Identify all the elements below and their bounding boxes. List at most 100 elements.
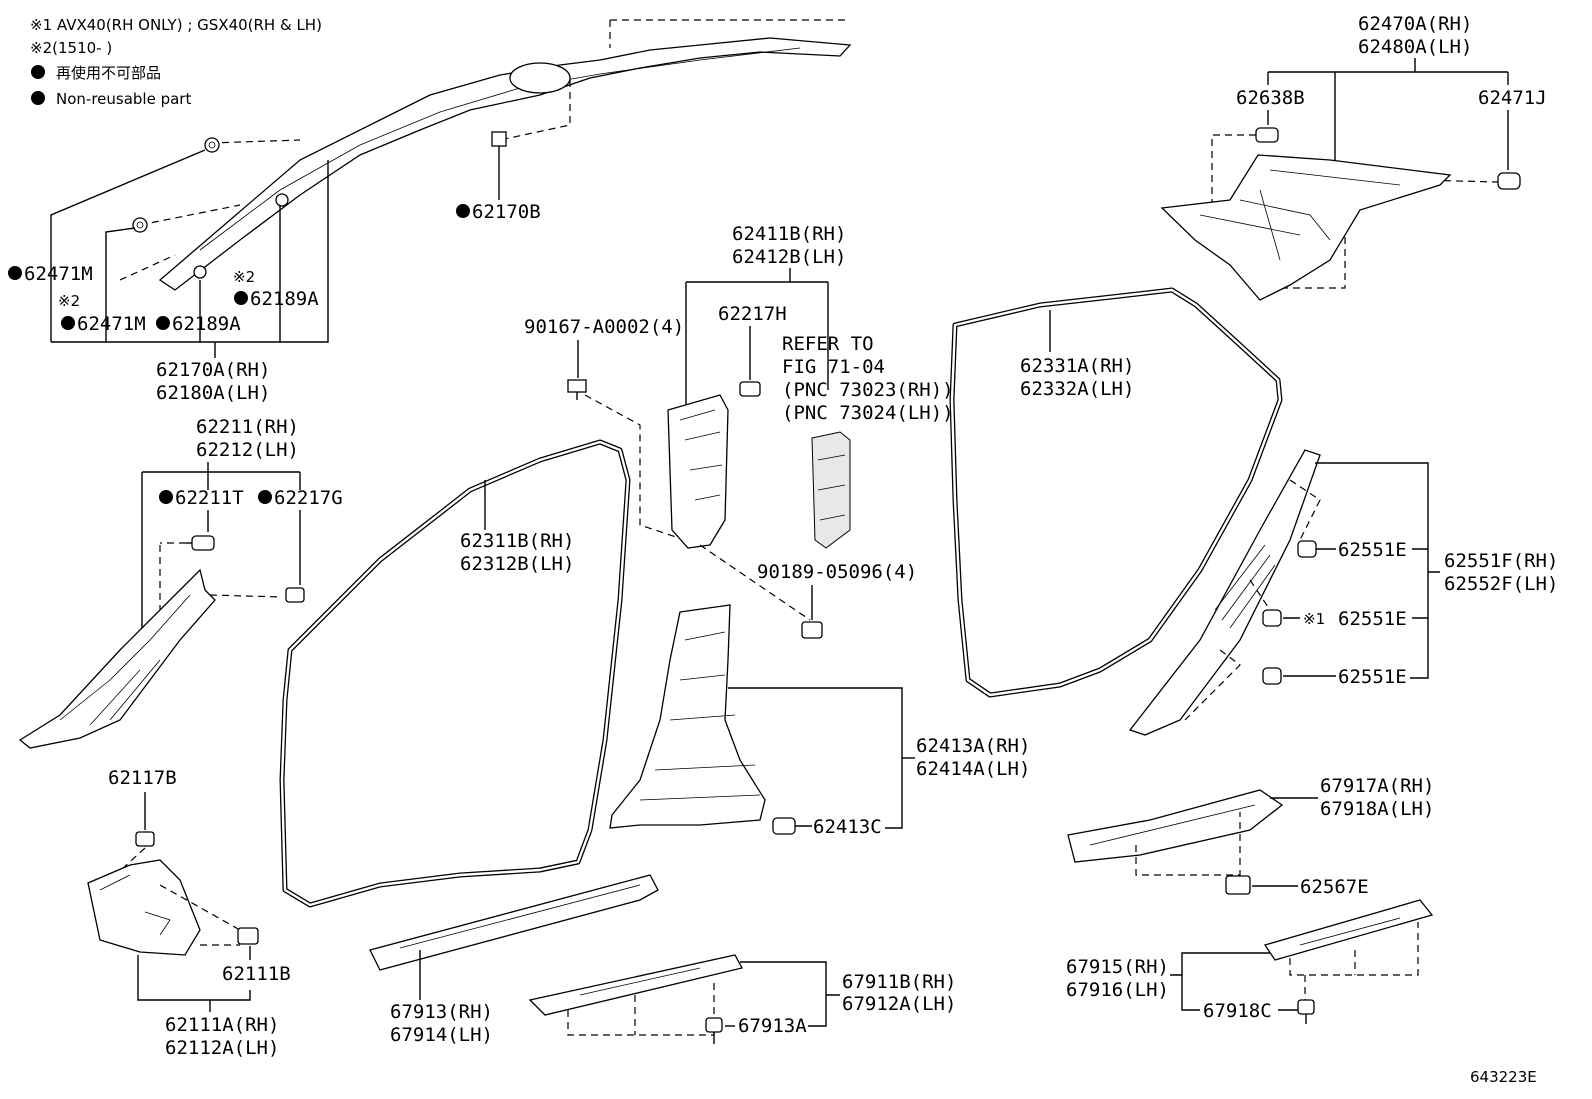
label-62331A: 62331A(RH) <box>1020 355 1134 377</box>
bracket-line <box>141 462 301 640</box>
clip-icon <box>275 193 289 207</box>
clip-icon <box>1262 609 1282 627</box>
clip-icon <box>135 831 155 847</box>
label-67913: 67913(RH) <box>390 1001 493 1023</box>
figure-id: 643223E <box>1470 1068 1537 1086</box>
bullet-icon <box>31 91 45 105</box>
label-note2: ※2 <box>58 292 80 310</box>
nonreusable-icon <box>234 291 248 305</box>
reference-note-1: REFER TO <box>782 333 874 355</box>
label-62638B: 62638B <box>1236 87 1305 109</box>
nut-icon <box>801 621 823 639</box>
center-pillar-lower-garnish-part <box>609 604 766 829</box>
bracket-line <box>1283 462 1440 679</box>
label-67917A: 67917A(RH) <box>1320 775 1434 797</box>
reference-note-4: (PNC 73024(LH)) <box>782 402 954 424</box>
garnish-detail <box>1214 544 1276 629</box>
label-62212: 62212(LH) <box>196 439 299 461</box>
dashed-leader <box>699 544 811 621</box>
curtain-shield-assembly: 62471M ※2 62471M 62189A ※2 62189A 62170B… <box>8 19 852 404</box>
rear-door-scuff-group: 62551E ※1 62551E 62551E 62551F(RH) 62552… <box>1066 449 1558 1024</box>
label-62471J: 62471J <box>1478 87 1547 109</box>
note-4: Non-reusable part <box>56 90 191 108</box>
rear-door-weatherstrip-group: 62331A(RH) 62332A(LH) <box>949 287 1283 698</box>
label-62170A: 62170A(RH) <box>156 359 270 381</box>
front-door-seal-part <box>279 439 631 908</box>
clip-icon <box>1255 127 1279 143</box>
label-62217H: 62217H <box>718 303 787 325</box>
label-62112A: 62112A(LH) <box>165 1037 279 1059</box>
leader-line <box>105 227 136 342</box>
label-67911B: 67911B(RH) <box>842 971 956 993</box>
cowl-trim-part <box>87 859 201 956</box>
label-62189A: 62189A <box>250 288 319 310</box>
label-62189A: 62189A <box>172 313 241 335</box>
label-62117B: 62117B <box>108 767 177 789</box>
label-62411B: 62411B(RH) <box>732 223 846 245</box>
nonreusable-icon <box>156 316 170 330</box>
note-3: 再使用不可部品 <box>56 64 161 82</box>
clip-icon <box>285 587 305 603</box>
nonreusable-icon <box>159 490 173 504</box>
label-62311B: 62311B(RH) <box>460 530 574 552</box>
nonreusable-icon <box>456 204 470 218</box>
roof-side-garnish-part <box>1160 154 1452 301</box>
bracket-line <box>137 955 251 1001</box>
clip-icon <box>705 1017 723 1044</box>
clip-icon <box>237 927 259 945</box>
label-90189: 90189-05096(4) <box>757 561 917 583</box>
dashed-leader <box>119 139 301 281</box>
reference-note-2: FIG 71-04 <box>782 356 885 378</box>
plate-detail <box>1089 804 1256 846</box>
clip-icon <box>132 217 148 233</box>
cowl-side-trim-group: 62117B 62111B 62111A(RH) 62112A(LH) <box>87 767 291 1059</box>
label-62312B: 62312B(LH) <box>460 553 574 575</box>
label-62211: 62211(RH) <box>196 416 299 438</box>
label-62551E: 62551E <box>1338 608 1407 630</box>
plate-detail <box>1299 917 1401 946</box>
garnish-detail <box>59 594 191 726</box>
garnish-detail <box>639 631 761 801</box>
label-62480A: 62480A(LH) <box>1358 36 1472 58</box>
dashed-leader <box>1289 922 1419 1000</box>
label-62211T: 62211T <box>175 487 244 509</box>
anchor-detail <box>817 454 846 521</box>
seal-inner-line <box>280 440 630 907</box>
bracket-line <box>740 961 840 1027</box>
label-62414A: 62414A(LH) <box>916 758 1030 780</box>
clip-icon <box>1225 875 1251 895</box>
garnish-detail <box>1199 169 1401 261</box>
clip-icon <box>186 535 215 551</box>
label-67912A: 67912A(LH) <box>842 993 956 1015</box>
clip-icon <box>772 817 796 835</box>
dashed-leader <box>584 394 686 541</box>
label-67918C: 67918C <box>1203 1000 1272 1022</box>
label-67913A: 67913A <box>738 1015 807 1037</box>
bracket-line <box>1267 58 1509 170</box>
nonreusable-icon <box>258 490 272 504</box>
front-door-scuff-plate-part <box>369 874 659 971</box>
label-67914: 67914(LH) <box>390 1024 493 1046</box>
clip-icon <box>1297 540 1317 558</box>
note-1: ※1 AVX40(RH ONLY) ; GSX40(RH & LH) <box>30 16 322 34</box>
label-62471M: 62471M <box>24 263 93 285</box>
dashed-leader <box>159 884 241 946</box>
bracket-line <box>51 160 329 343</box>
label-62217G: 62217G <box>274 487 343 509</box>
garnish-detail <box>679 409 723 501</box>
label-67916: 67916(LH) <box>1066 979 1169 1001</box>
clip-icon <box>1262 667 1282 685</box>
seal-inner-line <box>950 288 1282 697</box>
bolt-icon <box>567 379 587 400</box>
label-62551E: 62551E <box>1338 666 1407 688</box>
leader-line <box>207 510 301 585</box>
roof-side-garnish-group: 62470A(RH) 62480A(LH) 62638B 62471J <box>1160 13 1547 301</box>
legend: ※1 AVX40(RH ONLY) ; GSX40(RH & LH) ※2(15… <box>30 16 322 108</box>
clip-icon <box>1497 172 1521 190</box>
label-62552F: 62552F(LH) <box>1444 573 1558 595</box>
center-pillar-upper-garnish-part <box>667 394 729 549</box>
clip-icon <box>204 137 220 153</box>
dashed-leader <box>567 978 715 1036</box>
